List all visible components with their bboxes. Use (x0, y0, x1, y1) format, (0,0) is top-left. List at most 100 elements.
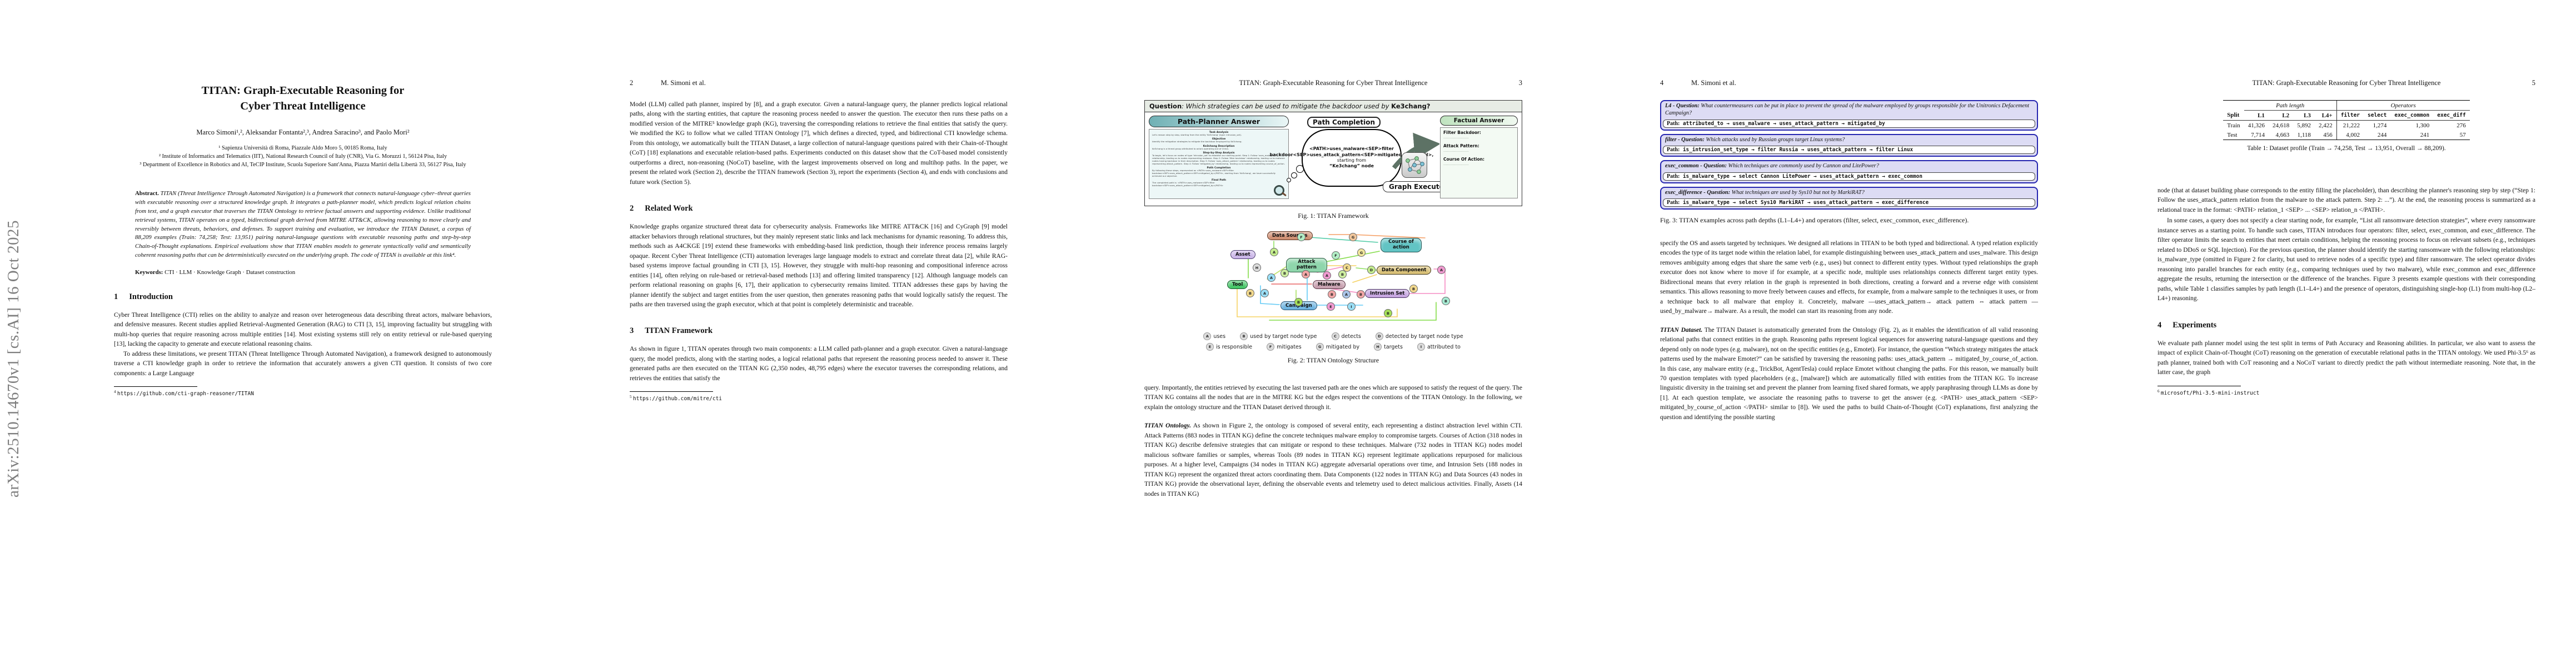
keywords-text: CTI · LLM · Knowledge Graph · Dataset co… (165, 268, 296, 276)
page-4: 4 M. Simoni et al. L4 - Question: What c… (1660, 0, 2038, 422)
footnote-rule (114, 386, 197, 387)
example-box: filter - Question: Which attacks used by… (1660, 133, 2038, 157)
legend-label: is responsible (1216, 344, 1253, 350)
legend-key-badge: D (1375, 332, 1383, 340)
col-select: select (2364, 110, 2391, 121)
figure-1-caption: Fig. 1: TITAN Framework (1298, 212, 1369, 220)
running-authors: M. Simoni et al. (661, 79, 706, 87)
planner-section: Ke3chang Description Ke3chang is a threa… (1152, 145, 1235, 150)
table-group-operators: Operators (2336, 100, 2470, 111)
relation-badge-a: A (1302, 270, 1310, 278)
legend-label: detects (1341, 333, 1361, 340)
intro-paragraph-1: Cyber Threat Intelligence (CTI) relies o… (114, 311, 492, 348)
path-planner-answer-title: Path-Planner Answer (1149, 116, 1289, 127)
example-path-label: Path: (1667, 173, 1680, 180)
legend-item: F mitigates (1267, 343, 1302, 351)
running-header: TITAN: Graph-Executable Reasoning for Cy… (2158, 79, 2535, 88)
running-title: TITAN: Graph-Executable Reasoning for Cy… (1239, 79, 1428, 87)
figure-3-caption: Fig. 3: TITAN examples across path depth… (1660, 216, 1969, 224)
legend-label: targets (1384, 344, 1403, 350)
relation-badge-a: A (1270, 248, 1278, 256)
footnote-model-ref[interactable]: microsoft/Phi-3.5-mini-instruct (2160, 390, 2260, 396)
page-2: 2 M. Simoni et al. Model (LLM) called pa… (630, 0, 1008, 402)
running-header: TITAN: Graph-Executable Reasoning for Cy… (1144, 79, 1522, 88)
path-completion-bubble: <PATH>uses_malware<SEP>filter backdoor<S… (1270, 129, 1433, 187)
footnote-5: 5 https://github.com/mitre/cti (630, 391, 1008, 402)
graph-executor-icon (1402, 152, 1427, 178)
dataset-paragraph: TITAN Dataset. The TITAN Dataset is auto… (1660, 326, 2038, 421)
example-tag: L4 - Question: (1665, 103, 1700, 109)
example-question: Which attacks used by Russian groups tar… (1704, 136, 1845, 143)
page-1: TITAN: Graph-Executable Reasoning for Cy… (114, 0, 492, 397)
legend-key-badge: C (1331, 332, 1339, 340)
footnote-link[interactable]: https://github.com/mitre/cti (632, 396, 723, 402)
example-box: L4 - Question: What countermeasures can … (1660, 100, 2038, 131)
table-group-path-length: Path length (2244, 100, 2337, 111)
legend-label: mitigates (1277, 344, 1302, 350)
planner-section: Final Path The completed path is: <PATH>… (1152, 179, 1227, 187)
legend-key-badge: A (1203, 332, 1212, 340)
executor-arrow (1392, 132, 1439, 170)
authors-line: Marco Simoni¹,², Aleksandar Fontanta²,³,… (196, 128, 410, 137)
legend-item: B used by target node type (1240, 332, 1317, 340)
example-question: What countermeasures can be put in place… (1665, 103, 2030, 117)
thought-dot (1287, 178, 1291, 182)
paper-title-line1: TITAN: Graph-Executable Reasoning for (201, 84, 405, 97)
relation-badge-b: B (1328, 290, 1336, 298)
framework-paragraph: As shown in figure 1, TITAN operates thr… (630, 346, 1008, 382)
running-title: TITAN: Graph-Executable Reasoning for Cy… (2252, 79, 2441, 87)
affiliations: ¹ Sapienza Università di Roma, Piazzale … (114, 145, 492, 170)
legend-label: uses (1213, 333, 1226, 340)
page-3: TITAN: Graph-Executable Reasoning for Cy… (1144, 0, 1522, 499)
relation-badge-g: G (1349, 233, 1357, 241)
footnote-marker: 5 (630, 395, 632, 400)
body-paragraph: node (that at dataset building phase cor… (2158, 187, 2535, 213)
factual-answer-title: Factual Answer (1440, 116, 1518, 126)
planner-section: Step-by-Step Analysis To begin, let's fo… (1152, 152, 1285, 165)
relation-badge-b: B (1246, 289, 1254, 297)
relation-badge-b: B (1280, 269, 1289, 277)
page-number: 5 (2532, 79, 2535, 87)
ontology-node-asset: Asset (1230, 250, 1255, 259)
planner-section: Path Completion By following these steps… (1152, 167, 1275, 177)
keywords: Keywords: CTI · LLM · Knowledge Graph · … (135, 269, 471, 276)
footnote-link[interactable]: https://github.com/cti-graph-reasoner/TI… (117, 391, 254, 397)
example-tag: exec_common - Question: (1665, 163, 1727, 170)
footnote-marker: 6 (2158, 389, 2160, 394)
relation-badge-a: A (1342, 290, 1351, 298)
relation-badge-c: C (1343, 263, 1351, 272)
legend-key-badge: F (1267, 343, 1275, 351)
footnote-4: 4 https://github.com/cti-graph-reasoner/… (114, 386, 492, 397)
legend-item: C detects (1331, 332, 1361, 340)
relation-badge-a: A (1323, 271, 1331, 280)
body-paragraph: query. Importantly, the entities retriev… (1144, 385, 1522, 411)
footnote-6: 6 microsoft/Phi-3.5-mini-instruct (2158, 385, 2535, 396)
example-tag: exec_difference - Question: (1665, 189, 1731, 196)
page-number: 2 (630, 79, 634, 87)
legend-key-badge: B (1240, 332, 1248, 340)
legend-item: G mitigated by (1316, 343, 1359, 351)
example-question: Which techniques are commonly used by Ca… (1726, 163, 1879, 170)
relation-badge-h: H (1253, 263, 1261, 272)
col-l1: L1 (2244, 110, 2269, 121)
relation-badge-i: I (1347, 302, 1356, 311)
relation-badge-b: B (1294, 298, 1303, 306)
thought-dot (1291, 172, 1297, 178)
col-exec-diff: exec_diff (2433, 110, 2470, 121)
ontology-node-intrusion-set: Intrusion Set (1365, 289, 1410, 298)
relation-badge-b: B (1357, 290, 1365, 298)
legend-item: E is responsible (1206, 343, 1252, 351)
legend-item: D detected by target node type (1375, 332, 1463, 340)
ontology-node-data-sources: Data Sources (1267, 231, 1313, 240)
related-work-paragraph: Knowledge graphs organize structured thr… (630, 223, 1008, 308)
path-planner-answer-box: Path-Planner Answer Task Analysis Let's … (1149, 116, 1289, 199)
experiments-paragraph: We evaluate path planner model using the… (2158, 340, 2535, 376)
paper-title-line2: Cyber Threat Intelligence (240, 99, 366, 112)
legend-key-badge: G (1316, 343, 1324, 351)
figure-3-examples: L4 - Question: What countermeasures can … (1660, 100, 2038, 210)
abstract-text: TITAN (Threat Intelligence Through Autom… (135, 190, 471, 259)
example-box: exec_difference - Question: What techniq… (1660, 186, 2038, 210)
